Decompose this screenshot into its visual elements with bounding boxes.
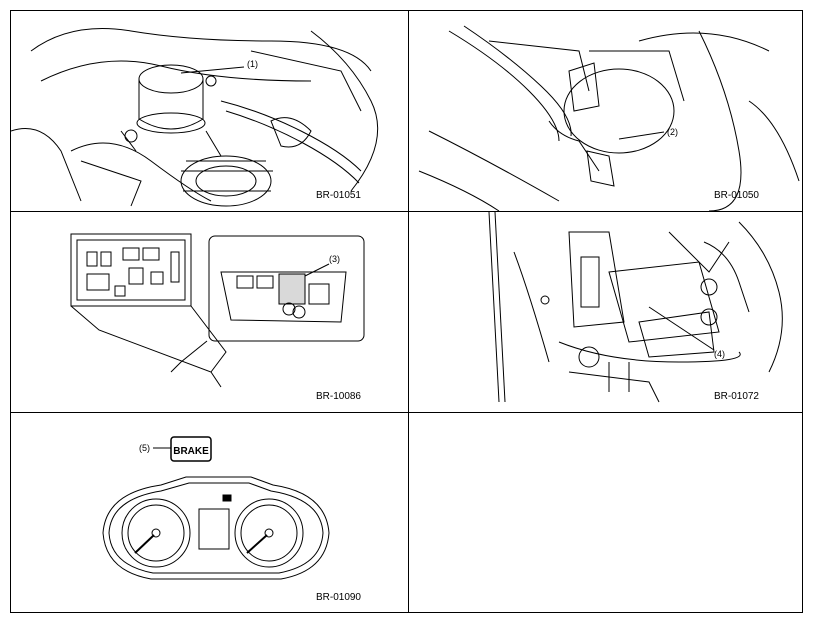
figure-code: BR-01051 <box>315 190 361 201</box>
callout-5: (5) <box>139 443 150 453</box>
engine-reservoir-illustration: (1) <box>11 28 379 207</box>
figure-code: BR-01072 <box>713 391 759 402</box>
figure-code: BR-01090 <box>315 592 361 603</box>
callout-4: (4) <box>714 349 725 359</box>
callout-1: (1) <box>247 59 258 69</box>
figure-engine-reservoir: (1) BR-01051 <box>11 11 407 211</box>
figure-instrument-cluster: BRAKE (5) BR-01090 <box>11 413 407 613</box>
callout-2: (2) <box>667 127 678 137</box>
fuse-box-illustration: (3) <box>70 233 365 388</box>
fluid-sensor-illustration: (2) <box>418 25 800 211</box>
figure-fuse-box: (3) BR-10086 <box>11 212 407 412</box>
abs-unit-illustration: (4) <box>488 212 783 403</box>
figure-code: BR-10086 <box>315 391 361 402</box>
callout-3: (3) <box>329 254 340 264</box>
empty-cell <box>409 413 805 613</box>
figure-abs-unit: (4) BR-01072 <box>409 212 805 412</box>
grid-divider-vertical <box>408 11 409 612</box>
figure-grid: (1) BR-01051 (2) BR-01050 <box>10 10 803 613</box>
instrument-cluster-illustration: BRAKE (5) <box>102 436 330 580</box>
brake-indicator-label: BRAKE <box>173 446 209 457</box>
figure-fluid-sensor: (2) BR-01050 <box>409 11 805 211</box>
grid-divider-row2 <box>11 412 802 413</box>
figure-code: BR-01050 <box>713 190 759 201</box>
grid-divider-row1 <box>11 211 802 212</box>
